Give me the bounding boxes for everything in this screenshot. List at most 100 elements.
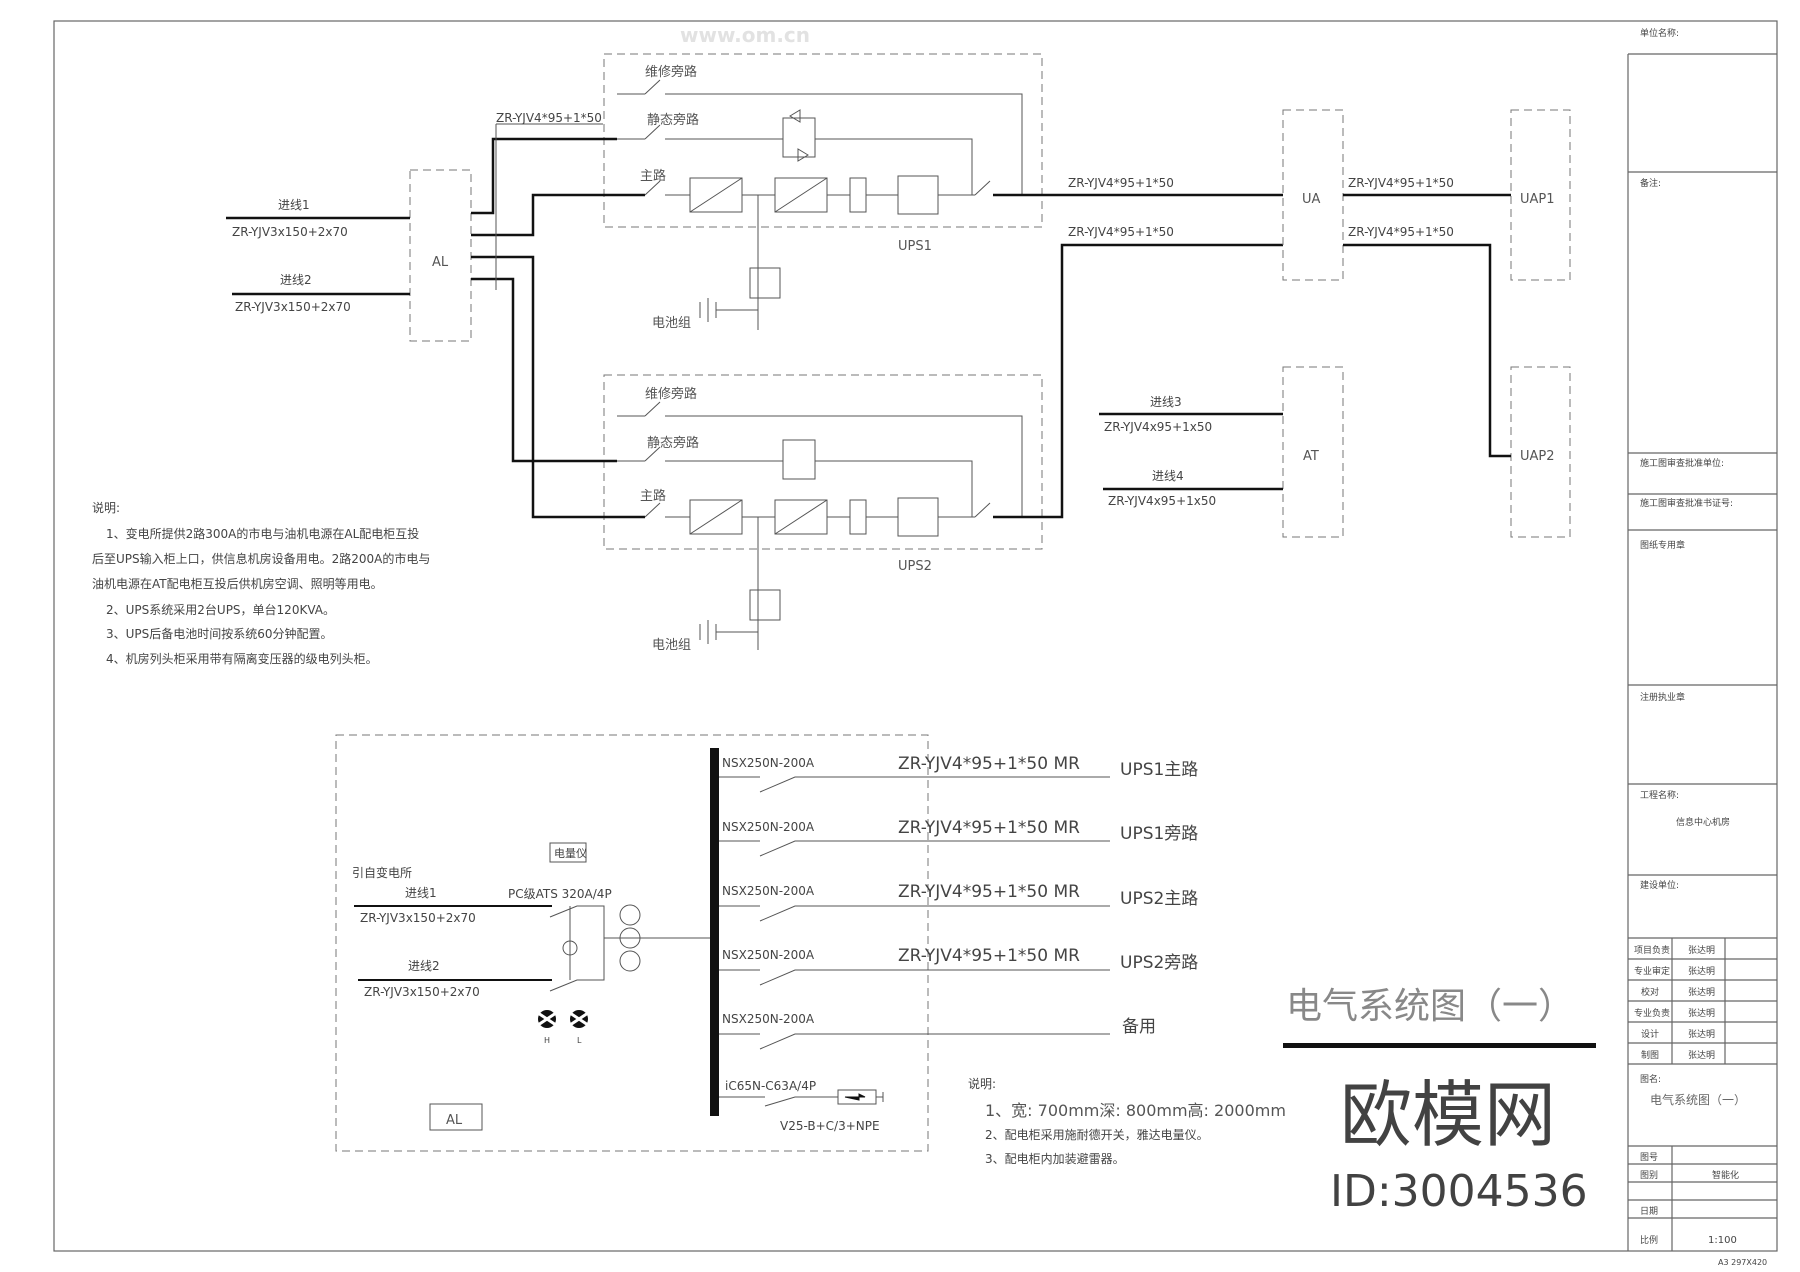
watermark-url: www.om.cn (680, 23, 810, 47)
al-panel-diagram: 引自变电所 进线1 ZR-YJV3x150+2x70 进线2 ZR-YJV3x1… (335, 734, 1198, 1152)
feeder-breaker: NSX250N-200A (722, 884, 815, 898)
feeder-2: NSX250N-200A ZR-YJV4*95+1*50 MR UPS1旁路 (719, 818, 1198, 857)
spd-label: V25-B+C/3+NPE (780, 1119, 880, 1133)
incoming3-cable: ZR-YJV4x95+1x50 (1104, 420, 1212, 434)
feeder-breaker: NSX250N-200A (722, 820, 815, 834)
ups-input-cable: ZR-YJV4*95+1*50 (496, 111, 602, 125)
watermark-id: ID:3004536 (1330, 1166, 1588, 1217)
ats-label: PC级ATS 320A/4P (508, 887, 612, 901)
drawing-seal-label: 图纸专用章 (1640, 539, 1685, 551)
ua-label: UA (1302, 192, 1321, 207)
feeder-5: NSX250N-200A 备用 (719, 1012, 1156, 1050)
drawing-no-label: 图号 (1640, 1152, 1658, 1163)
staff-name: 张达明 (1688, 1028, 1715, 1040)
al-incoming2-cable: ZR-YJV3x150+2x70 (364, 985, 480, 999)
ups1-output-cable: ZR-YJV4*95+1*50 (1068, 176, 1174, 190)
al-label: AL (432, 255, 449, 270)
maint-bypass-label: 维修旁路 (645, 386, 697, 402)
title-block: 单位名称: 备注: 施工图审查批准单位: 施工图审查批准书证号: 图纸专用章 注… (1627, 27, 1777, 1267)
uap2-cable: ZR-YJV4*95+1*50 (1348, 225, 1454, 239)
paper-size: A3 297X420 (1718, 1258, 1767, 1267)
scale-value: 1:100 (1708, 1235, 1737, 1246)
incoming3-label: 进线3 (1150, 395, 1182, 409)
feeder-dest: UPS1主路 (1120, 760, 1198, 780)
reg-seal-label: 注册执业章 (1640, 691, 1685, 703)
feeder-4: NSX250N-200A ZR-YJV4*95+1*50 MR UPS2旁路 (719, 946, 1198, 986)
remarks-label: 备注: (1640, 177, 1661, 189)
category-value: 智能化 (1712, 1169, 1739, 1181)
staff-role: 设计 (1641, 1028, 1659, 1040)
feeder-breaker: NSX250N-200A (722, 756, 815, 770)
note-line: 油机电源在AT配电柜互投后供机房空调、照明等用电。 (92, 576, 383, 591)
uap1-cable: ZR-YJV4*95+1*50 (1348, 176, 1454, 190)
review-cert-label: 施工图审查批准书证号: (1640, 497, 1733, 509)
lamp-h-label: H (544, 1036, 550, 1045)
staff-name: 张达明 (1688, 1007, 1715, 1019)
panel-notes: 说明: 1、宽: 700mm深: 800mm高: 2000mm 2、配电柜采用施… (968, 1076, 1286, 1166)
feeder-cable: ZR-YJV4*95+1*50 MR (898, 946, 1080, 966)
panel-notes-title: 说明: (968, 1076, 996, 1091)
staff-role: 制图 (1641, 1049, 1659, 1061)
main-path-label: 主路 (640, 168, 666, 184)
feeder-3: NSX250N-200A ZR-YJV4*95+1*50 MR UPS2主路 (719, 882, 1198, 922)
maint-bypass-label: 维修旁路 (645, 64, 697, 80)
note-line: 后至UPS输入柜上口，供信息机房设备用电。2路200A的市电与 (92, 551, 430, 566)
incoming4-cable: ZR-YJV4x95+1x50 (1108, 494, 1216, 508)
note-line: 4、机房列头柜采用带有隔离变压器的级电列头柜。 (106, 651, 378, 666)
feeder-dest: UPS1旁路 (1120, 824, 1198, 844)
al-incoming1-cable: ZR-YJV3x150+2x70 (360, 911, 476, 925)
drawing-name: 电气系统图（一） (1650, 1092, 1746, 1107)
incoming4-label: 进线4 (1152, 469, 1184, 483)
uap2-label: UAP2 (1520, 449, 1555, 464)
spd-breaker-label: iC65N-C63A/4P (725, 1079, 816, 1093)
incoming2-cable: ZR-YJV3x150+2x70 (235, 300, 351, 314)
battery-label-2: 电池组 (652, 638, 691, 653)
client-label: 建设单位: (1640, 879, 1679, 891)
panel-note-line: 2、配电柜采用施耐德开关，雅达电量仪。 (985, 1127, 1209, 1142)
panel-note-line: 3、配电柜内加装避雷器。 (985, 1152, 1125, 1166)
al-incoming1-label: 进线1 (405, 886, 437, 900)
battery-label-1: 电池组 (652, 316, 691, 331)
drawing-name-label: 图名: (1640, 1073, 1661, 1085)
note-line: 2、UPS系统采用2台UPS，单台120KVA。 (106, 602, 335, 617)
staff-table: 项目负责 张达明 专业审定 张达明 校对 张达明 专业负责 张达明 设计 张达明… (1634, 944, 1715, 1061)
incoming1-label: 进线1 (278, 198, 310, 212)
staff-role: 校对 (1641, 986, 1659, 998)
feeder-breaker: NSX250N-200A (722, 948, 815, 962)
date-label: 日期 (1640, 1206, 1658, 1217)
panel-note-line: 1、宽: 700mm深: 800mm高: 2000mm (985, 1101, 1286, 1120)
staff-name: 张达明 (1688, 1049, 1715, 1061)
incoming1-cable: ZR-YJV3x150+2x70 (232, 225, 348, 239)
feeder-dest: UPS2主路 (1120, 889, 1198, 909)
feeder-cable: ZR-YJV4*95+1*50 MR (898, 754, 1080, 774)
note-line: 3、UPS后备电池时间按系统60分钟配置。 (106, 626, 333, 641)
al-cabinet-top: AL 进线1 ZR-YJV3x150+2x70 进线2 ZR-YJV3x150+… (226, 111, 617, 519)
source-label: 引自变电所 (352, 865, 412, 880)
unit-name-label: 单位名称: (1640, 27, 1679, 39)
feeder-1: NSX250N-200A ZR-YJV4*95+1*50 MR UPS1主路 (719, 754, 1198, 793)
busbar (710, 748, 719, 1116)
notes: 说明: 1、变电所提供2路300A的市电与油机电源在AL配电柜互投 后至UPS输… (92, 500, 430, 666)
staff-name: 张达明 (1688, 965, 1715, 977)
note-line: 1、变电所提供2路300A的市电与油机电源在AL配电柜互投 (106, 526, 419, 541)
category-label: 图别 (1640, 1170, 1658, 1181)
project-label: 工程名称: (1640, 789, 1679, 801)
output-distribution: UA UAP1 AT UAP2 ZR-YJV4*95+1*50 ZR-YJV4*… (1068, 109, 1571, 538)
ups1-label: UPS1 (898, 239, 932, 254)
scale-label: 比例 (1640, 1234, 1658, 1246)
lamp-l-label: L (577, 1036, 582, 1045)
staff-role: 项目负责 (1634, 944, 1670, 956)
lamp-l (569, 1010, 589, 1028)
drawing-frame (53, 20, 1778, 1252)
ups2-output-cable: ZR-YJV4*95+1*50 (1068, 225, 1174, 239)
meter-label: 电量仪 (554, 847, 587, 860)
at-label: AT (1303, 449, 1319, 464)
al-incoming2-label: 进线2 (408, 959, 440, 973)
ups1-block: 维修旁路 静态旁路 主路 电池组 UPS1 (540, 53, 1283, 331)
project-name: 信息中心机房 (1676, 816, 1730, 828)
ups2-label: UPS2 (898, 559, 932, 574)
staff-role: 专业审定 (1634, 965, 1670, 977)
staff-name: 张达明 (1688, 986, 1715, 998)
feeder-dest: 备用 (1122, 1017, 1156, 1037)
